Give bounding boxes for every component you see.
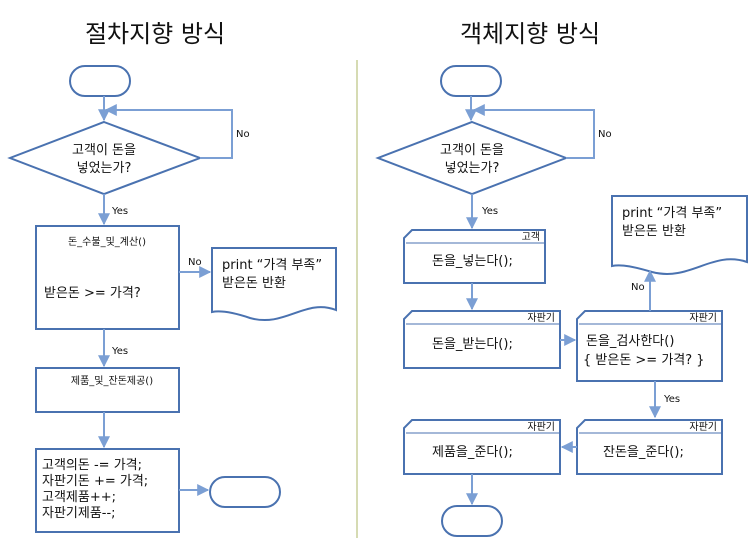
left-process-3-line4: 자판기제품--;: [42, 506, 116, 521]
left-decision-line1: 고객이 돈을: [72, 143, 136, 158]
right-document-line1: print “가격 부족”: [622, 206, 722, 221]
left-process-1-label: 돈_수불_및_계산(): [68, 236, 146, 248]
left-process-2-label: 제품_및_잔돈제공(): [71, 375, 153, 387]
left-process-3-line1: 고객의돈 -= 가격;: [42, 458, 142, 473]
left-document: [211, 247, 337, 321]
left-yes2-label: Yes: [111, 346, 128, 357]
right-no-loop: [472, 104, 595, 159]
left-document-line2: 받은돈 반환: [222, 276, 286, 291]
left-no2-label: No: [188, 257, 202, 268]
left-process-3-line2: 자판기돈 += 가격;: [42, 474, 148, 489]
left-end-terminator: [209, 476, 281, 508]
right-end-terminator: [441, 505, 503, 537]
left-yes-label: Yes: [111, 206, 128, 217]
right-yes-label: Yes: [481, 206, 498, 217]
right-start-terminator: [440, 65, 502, 97]
right-no-label: No: [598, 129, 612, 140]
right-card-product-text: 제품을_준다();: [432, 445, 513, 460]
right-decision-line1: 고객이 돈을: [440, 143, 504, 158]
right-card-check-line2: { 받은돈 >= 가격? }: [583, 353, 705, 368]
right-flowchart: 객체지향 방식 고객이 돈을 넣었는가? No Yes print “가격 부족…: [375, 20, 748, 537]
left-no-label: No: [236, 129, 250, 140]
left-process-1: [35, 225, 180, 330]
right-yes2-label: Yes: [663, 394, 680, 405]
right-card-receive-text: 돈을_받는다();: [432, 337, 513, 352]
right-card-check-tag: 자판기: [689, 312, 717, 324]
right-document: [611, 195, 748, 275]
left-process-3-line3: 고객제품++;: [42, 490, 116, 505]
right-document-line2: 받은돈 반환: [622, 224, 686, 239]
right-card-receive: [403, 310, 561, 369]
right-title: 객체지향 방식: [460, 20, 600, 48]
left-decision: [7, 120, 203, 196]
right-card-check: [576, 310, 723, 382]
right-card-customer-text: 돈을_넣는다();: [432, 254, 513, 269]
right-decision-line2: 넣었는가?: [445, 161, 500, 176]
left-title: 절차지향 방식: [85, 20, 225, 48]
right-decision: [375, 120, 569, 196]
right-card-product-tag: 자판기: [527, 421, 555, 433]
right-card-check-line1: 돈을_검사한다(): [586, 334, 674, 349]
left-document-line1: print “가격 부족”: [222, 258, 322, 273]
left-process-2: [35, 367, 180, 413]
right-card-receive-tag: 자판기: [527, 312, 555, 324]
left-no-loop: [104, 104, 233, 159]
right-card-change-tag: 자판기: [689, 421, 717, 433]
left-process-1-condition: 받은돈 >= 가격?: [44, 286, 141, 301]
right-card-change-text: 잔돈을_준다();: [603, 445, 684, 460]
right-card-customer-tag: 고객: [522, 231, 540, 243]
right-no2-label: No: [631, 282, 645, 293]
left-flowchart: 절차지향 방식 고객이 돈을 넣었는가? No Yes 돈_수불_및_계산() …: [7, 20, 337, 533]
left-decision-line2: 넣었는가?: [77, 161, 132, 176]
left-start-terminator: [69, 65, 131, 97]
